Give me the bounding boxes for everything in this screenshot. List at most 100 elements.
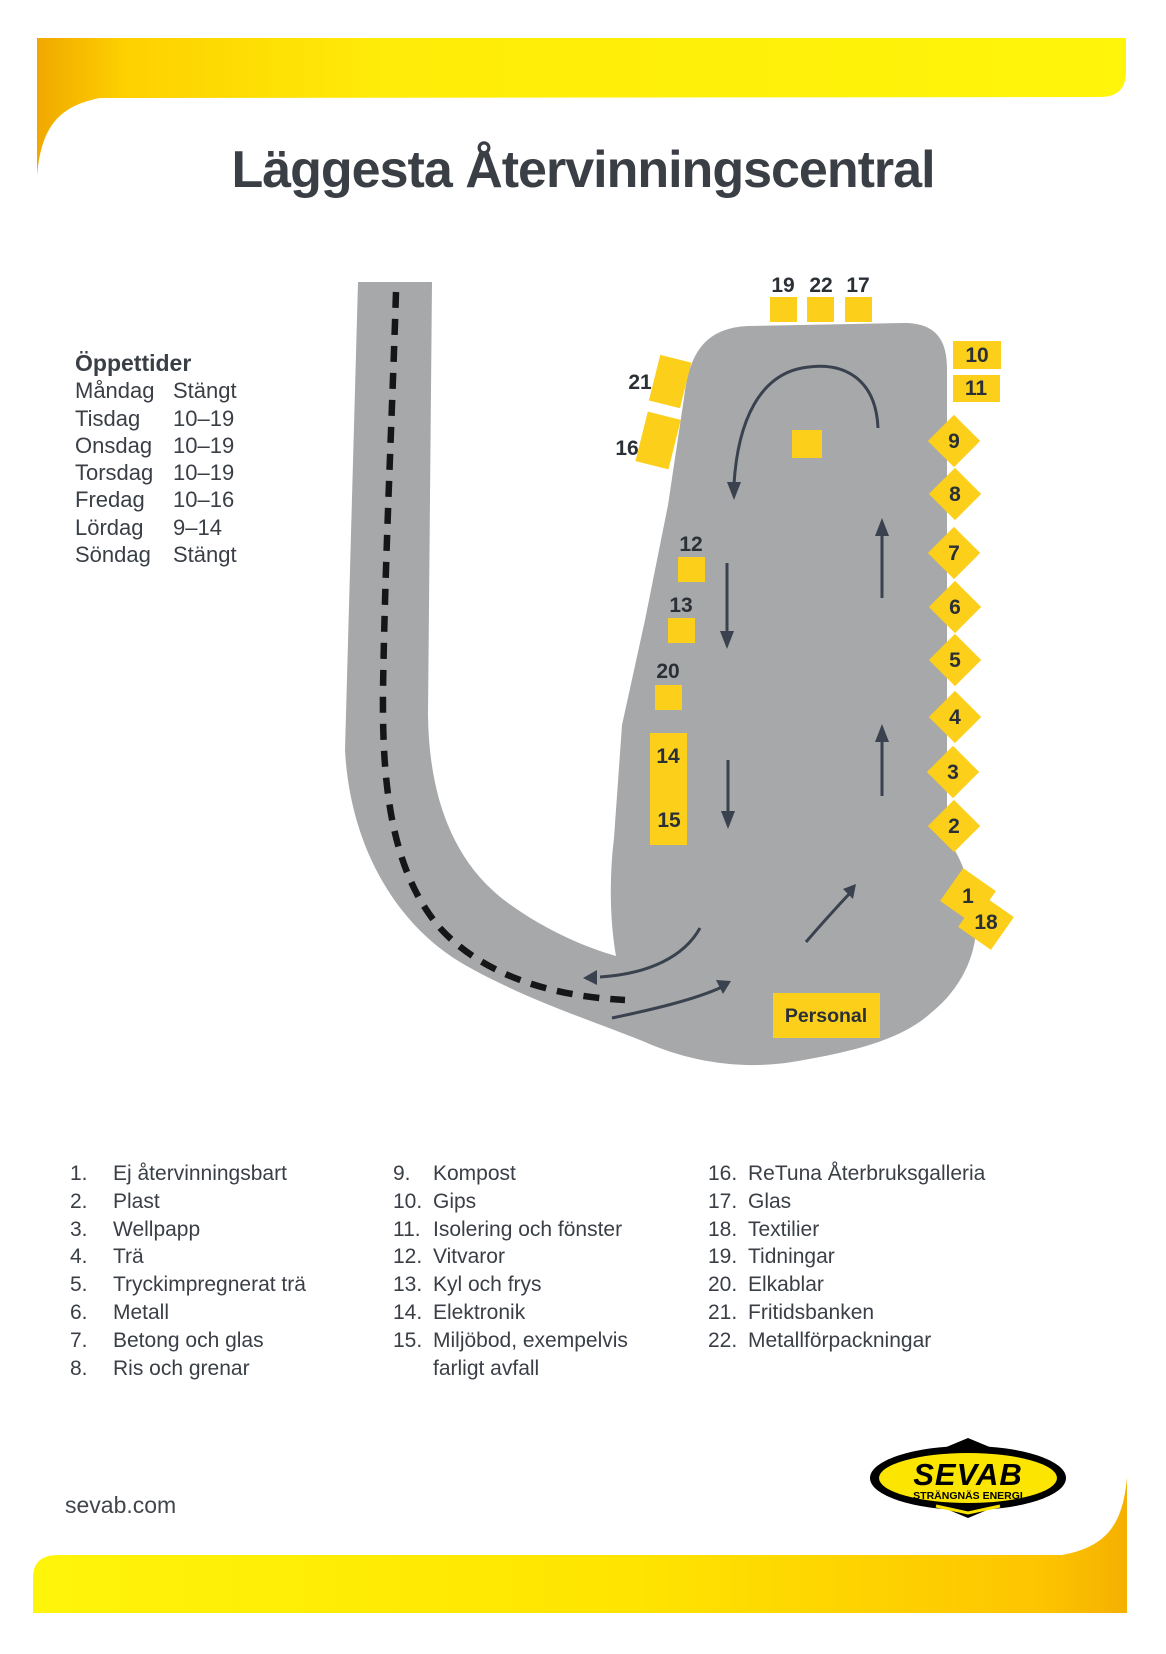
hours-day: Onsdag xyxy=(75,432,153,458)
legend-item: 18.Textilier xyxy=(708,1216,985,1244)
legend-item: 15.Miljöbod, exempelvis farligt avfall xyxy=(393,1327,628,1383)
marker-label-14: 14 xyxy=(656,745,680,768)
legend-item: 14.Elektronik xyxy=(393,1299,628,1327)
legend-text: Gips xyxy=(433,1189,477,1213)
legend-number: 20. xyxy=(708,1273,738,1297)
legend-number: 2. xyxy=(70,1189,88,1213)
marker-17 xyxy=(845,297,872,322)
marker-label-22: 22 xyxy=(809,274,832,297)
marker-13 xyxy=(668,618,695,643)
marker-11 xyxy=(953,375,1000,402)
hours-day: Tisdag xyxy=(75,405,141,431)
logo-name: SEVAB xyxy=(913,1457,1023,1492)
marker-label-21: 21 xyxy=(628,371,652,394)
legend-number: 5. xyxy=(70,1273,88,1297)
marker-label-18: 18 xyxy=(974,911,998,934)
legend-number: 13. xyxy=(393,1273,423,1297)
legend-item: 5. Tryckimpregnerat trä xyxy=(70,1271,306,1299)
hours-time: 10–19 xyxy=(173,460,235,486)
legend-number: 11. xyxy=(393,1217,421,1241)
hours-day: Fredag xyxy=(75,487,145,513)
legend-number: 22. xyxy=(708,1328,738,1352)
marker-label-7: 7 xyxy=(948,542,960,565)
legend-text: Isolering och fönster xyxy=(433,1217,623,1241)
hours-time: 10–16 xyxy=(173,487,235,513)
marker-18 xyxy=(958,894,1014,950)
legend-number: 17. xyxy=(708,1189,738,1213)
arrowhead xyxy=(843,884,856,899)
traffic-arrow-loop xyxy=(732,364,880,485)
marker-label-11: 11 xyxy=(965,377,988,400)
marker-label-8: 8 xyxy=(949,483,961,506)
legend-item: 7. Betong och glas xyxy=(70,1327,306,1355)
sevab-logo: SEVAB STRÄNGNÄS ENERGI xyxy=(870,1438,1066,1518)
hours-day: Lördag xyxy=(75,514,144,540)
hours-row: Lördag 9–14 xyxy=(75,514,237,541)
legend-item: 22. Metallförpackningar xyxy=(708,1327,985,1355)
arrowhead xyxy=(583,970,597,985)
legend-item: 3.Wellpapp xyxy=(70,1216,306,1244)
marker-22 xyxy=(807,297,834,322)
arrowhead xyxy=(721,811,735,829)
marker-label-10: 10 xyxy=(965,344,988,367)
legend-text: ReTuna Återbruksgalleria xyxy=(748,1162,986,1185)
legend-number: 21. xyxy=(708,1300,738,1324)
marker-label-4: 4 xyxy=(949,706,961,729)
legend-item: 1.Ej återvinningsbart xyxy=(70,1160,306,1188)
marker-label-13: 13 xyxy=(669,594,692,617)
hours-day: Söndag xyxy=(75,542,151,568)
opening-hours-heading: Öppettider xyxy=(75,350,192,376)
hours-row: Tisdag 10–19 xyxy=(75,405,237,432)
marker-label-5: 5 xyxy=(949,649,961,672)
marker-12 xyxy=(678,557,705,582)
legend-text: Plast xyxy=(113,1189,160,1213)
marker-21 xyxy=(648,354,692,409)
legend-text: Ej återvinningsbart xyxy=(113,1162,287,1185)
legend-item: 9.Kompost xyxy=(393,1160,628,1188)
hours-row: Torsdag 10–19 xyxy=(75,459,237,486)
legend-item: 13. Kyl och frys xyxy=(393,1271,628,1299)
marker-label-17: 17 xyxy=(846,274,869,297)
marker-label-2: 2 xyxy=(948,815,960,838)
marker-label-19: 19 xyxy=(771,274,794,297)
legend-item: 20.Elkablar xyxy=(708,1271,985,1299)
website-link: sevab.com xyxy=(65,1492,177,1518)
legend-number: 4. xyxy=(70,1245,88,1269)
legend-text: Betong och glas xyxy=(113,1328,264,1352)
legend-text: Vitvaror xyxy=(433,1245,505,1269)
legend-text: Kyl och frys xyxy=(433,1273,542,1297)
legend-text: Fritidsbanken xyxy=(748,1300,875,1324)
marker-16 xyxy=(635,411,681,470)
dashed-center-line xyxy=(379,291,626,1004)
traffic-arrow-in-right xyxy=(611,985,723,1020)
logo-chevron xyxy=(935,1504,1001,1515)
arrowhead xyxy=(875,518,889,536)
hours-time: 9–14 xyxy=(173,514,222,540)
hours-time: 10–19 xyxy=(173,405,235,431)
hours-day: Torsdag xyxy=(75,460,154,486)
marker-10 xyxy=(953,341,1001,369)
marker-label-6: 6 xyxy=(949,596,961,619)
legend-text: Glas xyxy=(748,1189,792,1213)
legend-text: Tidningar xyxy=(748,1245,835,1269)
legend-number: 10. xyxy=(393,1189,423,1213)
legend-number: 7. xyxy=(70,1328,88,1352)
legend-number: 9. xyxy=(393,1162,411,1185)
marker-label-15: 15 xyxy=(657,809,681,832)
top-banner-band xyxy=(37,38,1126,176)
legend-text: Tryckimpregnerat trä xyxy=(113,1273,306,1297)
legend-text: Textilier xyxy=(748,1217,820,1241)
logo-inner-oval xyxy=(879,1453,1057,1503)
legend-number: 14. xyxy=(393,1300,423,1324)
page-title: Läggesta Återvinningscentral xyxy=(231,141,935,199)
legend-number: 15. xyxy=(393,1328,423,1352)
legend-text: Metallförpackningar xyxy=(748,1328,932,1352)
legend-item: 17. Glas xyxy=(708,1188,985,1216)
legend-item: 12.Vitvaror xyxy=(393,1243,628,1271)
logo-subtitle: STRÄNGNÄS ENERGI xyxy=(913,1489,1023,1502)
legend-column-2: 9.Kompost 10. Gips 11. Isolering och fönst… xyxy=(393,1160,628,1382)
hours-row: Fredag 10–16 xyxy=(75,486,237,513)
